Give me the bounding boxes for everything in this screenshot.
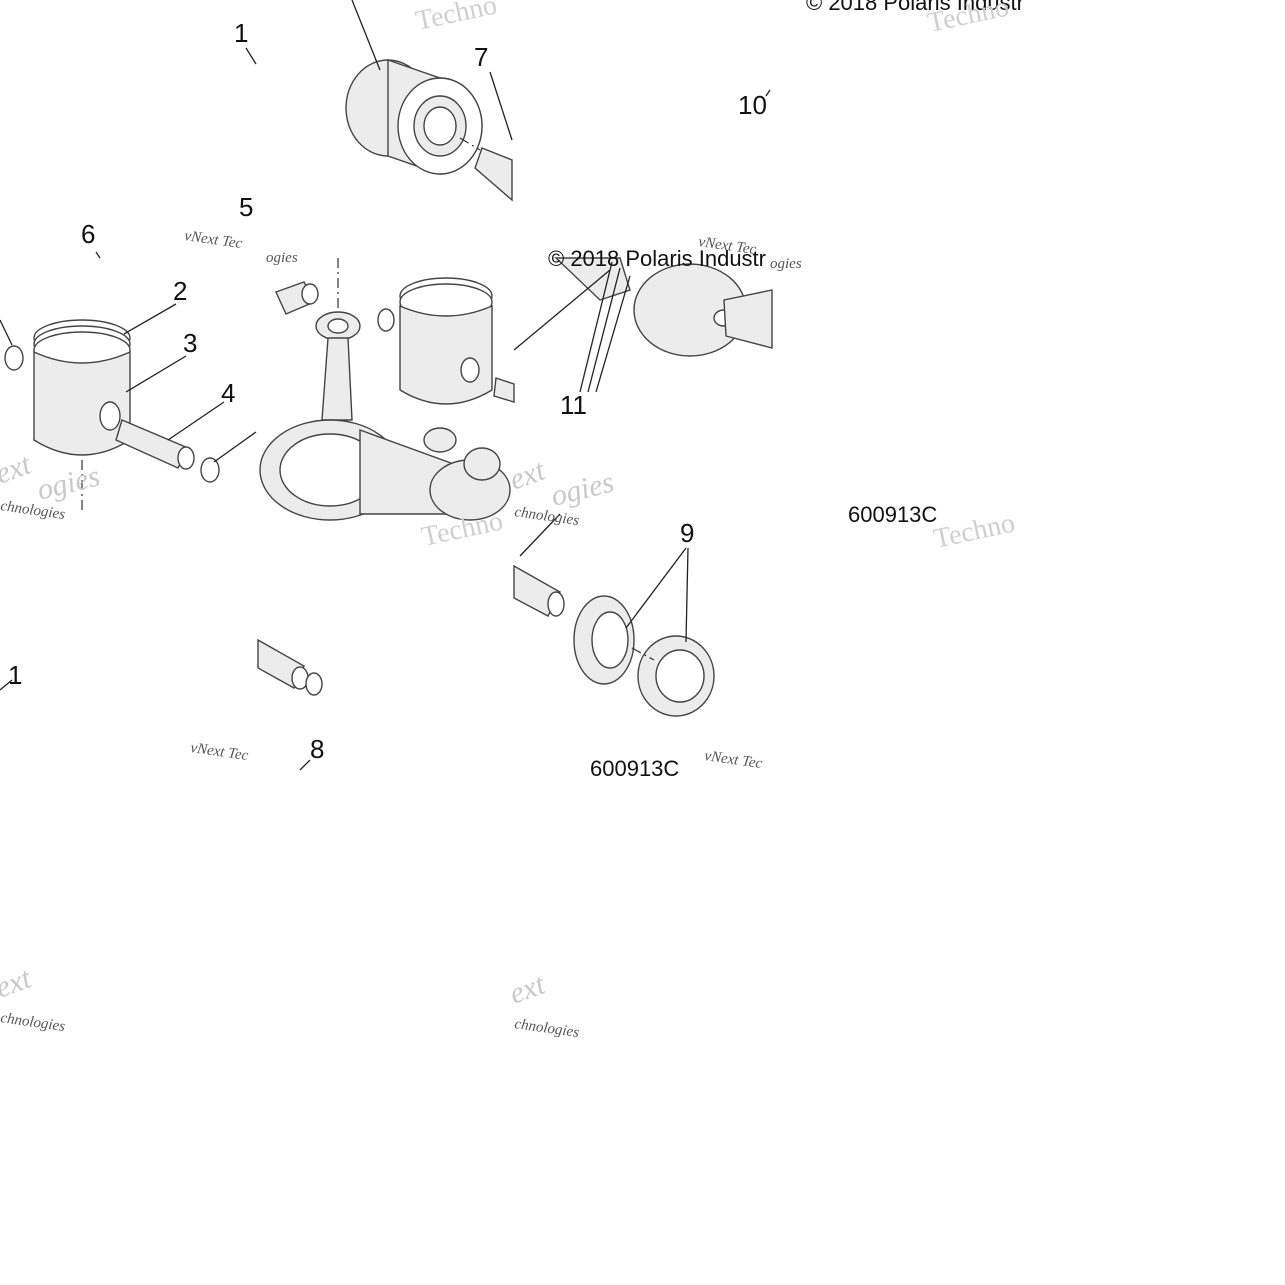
copyright-top: © 2018 Polaris Industr <box>806 0 1024 15</box>
watermark-ext-4: ext <box>505 967 550 1010</box>
watermark-tech-4: chnologies <box>513 1016 580 1041</box>
needle-bearing-part <box>275 281 319 315</box>
watermark-techno-2: Techno <box>925 0 1012 39</box>
copyright-middle: © 2018 Polaris Industr <box>548 246 766 271</box>
watermark-ext-2: ext <box>505 453 550 496</box>
bearing-pin-part <box>474 147 513 202</box>
callout-6: 6 <box>81 219 95 249</box>
piston-left-part <box>33 319 131 456</box>
callout-8: 8 <box>310 734 324 764</box>
wrist-pin-lower-part <box>257 638 309 690</box>
circlip-right-part <box>200 457 220 483</box>
callout-11: 11 <box>560 390 587 420</box>
watermark-ogies-1: ogies <box>34 459 103 506</box>
crank-shaft-stub-part <box>513 564 565 617</box>
watermark-tech-3: chnologies <box>0 1010 66 1035</box>
small-end-rod-part <box>423 427 501 481</box>
watermark-ext-1: ext <box>0 447 36 490</box>
figure-code-top: 600913C <box>848 502 937 527</box>
ball-bearing-part <box>637 635 715 717</box>
callout-3: 3 <box>183 328 197 358</box>
watermark-ogies-4: ogies <box>266 250 298 266</box>
watermark-vnext-4: vNext Tec <box>703 748 763 772</box>
watermark-vnext-1: vNext Tec <box>183 228 243 252</box>
callout-1-top: 1 <box>234 18 248 48</box>
watermark-ext-3: ext <box>0 961 36 1004</box>
piston-right-part <box>399 277 493 405</box>
connecting-rod-part <box>315 311 361 421</box>
wrist-pin-left-part <box>115 419 195 470</box>
callout-4: 4 <box>221 378 235 408</box>
callout-1-bottom: 1 <box>8 660 22 690</box>
callout-5: 5 <box>239 192 253 222</box>
watermark-techno-4: Techno <box>931 507 1018 554</box>
callout-2: 2 <box>173 276 187 306</box>
callout-9: 9 <box>680 518 694 548</box>
crank-end-part <box>554 257 773 357</box>
watermark-ogies-3: ogies <box>770 256 802 272</box>
circlip-left-part <box>4 345 24 371</box>
oil-seal-part <box>573 595 635 685</box>
watermark-vnext-3: vNext Tec <box>189 740 249 764</box>
watermark-ogies-2: ogies <box>548 465 617 512</box>
main-bearing-part <box>345 59 483 175</box>
figure-code-bottom: 600913C <box>590 756 679 781</box>
callout-10: 10 <box>738 90 767 120</box>
callout-7: 7 <box>474 42 488 72</box>
watermark-techno-1: Techno <box>413 0 500 37</box>
